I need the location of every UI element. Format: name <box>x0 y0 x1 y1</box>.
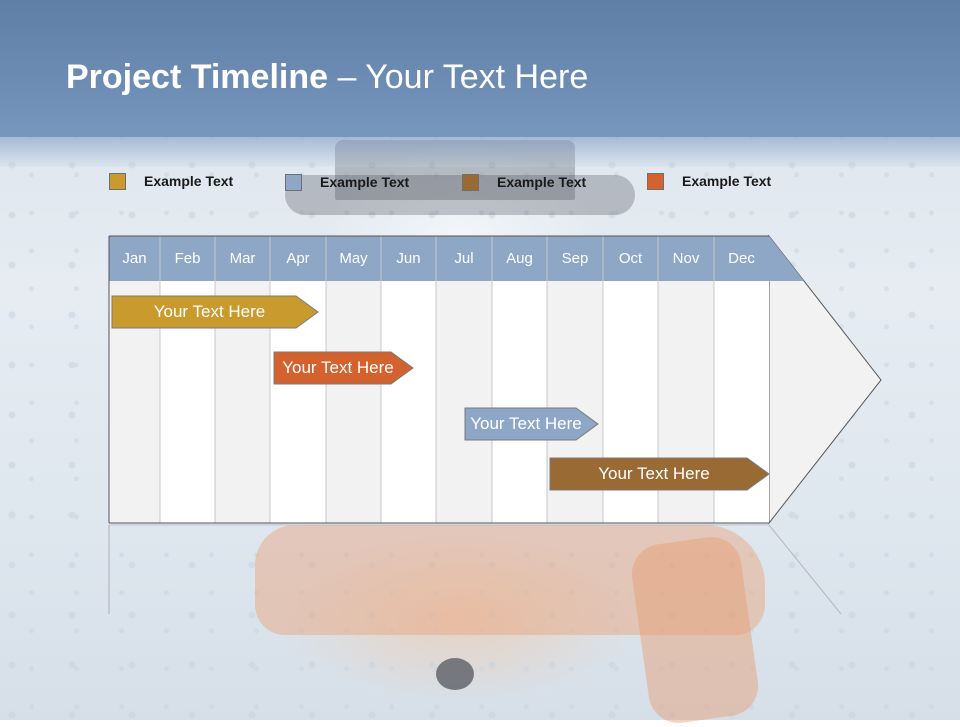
arrow-header-corner <box>769 236 804 281</box>
timeline-bar <box>464 407 599 441</box>
title-banner <box>0 0 960 137</box>
banner-shadow <box>0 137 960 167</box>
legend-label: Example Text <box>320 174 410 190</box>
legend-swatch <box>647 172 664 190</box>
month-header-cell <box>603 236 658 281</box>
month-label-oct: Oct <box>618 250 643 267</box>
legend-swatch <box>109 172 126 190</box>
month-label-sep: Sep <box>561 250 589 267</box>
month-column <box>326 281 381 523</box>
month-label-feb: Feb <box>174 250 201 267</box>
legend-label: Example Text <box>144 173 234 189</box>
timeline-bar-label: Your Text Here <box>153 302 266 321</box>
legend-label: Example Text <box>497 174 587 190</box>
month-column <box>436 281 492 523</box>
timeline-bar-label: Your Text Here <box>282 358 394 377</box>
snowman-button <box>436 658 474 690</box>
title-rest: – Your Text Here <box>328 58 589 96</box>
month-label-may: May <box>339 250 368 267</box>
legend-item: Example Text <box>647 170 771 192</box>
timeline-bar-label: Your Text Here <box>470 414 582 433</box>
month-column <box>381 281 436 523</box>
reflection-diagonal <box>768 524 842 615</box>
slide-title: Project Timeline – Your Text Here <box>66 58 588 97</box>
legend-label: Example Text <box>682 173 772 189</box>
title-bold: Project Timeline <box>66 58 329 96</box>
month-label-mar: Mar <box>229 250 256 267</box>
month-label-jul: Jul <box>454 250 474 267</box>
month-label-dec: Dec <box>728 250 755 267</box>
timeline-svg <box>108 234 882 615</box>
month-header-cell <box>381 236 436 281</box>
legend-swatch <box>462 173 479 191</box>
month-header-cell <box>270 236 326 281</box>
timeline-chart <box>108 234 882 615</box>
month-header-cell <box>109 236 160 281</box>
month-header-cell <box>215 236 270 281</box>
timeline-bar <box>111 295 319 329</box>
month-label-jun: Jun <box>396 250 421 267</box>
month-label-aug: Aug <box>506 250 533 267</box>
hat-brim <box>285 175 635 215</box>
month-header-cell <box>326 236 381 281</box>
timeline-bar <box>549 457 770 491</box>
legend-swatch <box>285 173 302 191</box>
legend-item: Example Text <box>462 171 586 193</box>
month-header-cell <box>658 236 714 281</box>
legend-item: Example Text <box>285 171 409 193</box>
month-label-apr: Apr <box>286 250 310 267</box>
month-header-cell <box>547 236 603 281</box>
month-header-cell <box>436 236 492 281</box>
timeline-bar <box>273 351 414 385</box>
month-label-nov: Nov <box>672 250 700 267</box>
legend-item: Example Text <box>109 170 233 192</box>
month-header-cell <box>714 236 769 281</box>
month-header-cell <box>492 236 547 281</box>
snowman-scarf <box>255 525 765 635</box>
month-header-cell <box>160 236 215 281</box>
month-label-jan: Jan <box>122 250 147 267</box>
month-column <box>492 281 547 523</box>
timeline-bar-label: Your Text Here <box>598 464 710 483</box>
